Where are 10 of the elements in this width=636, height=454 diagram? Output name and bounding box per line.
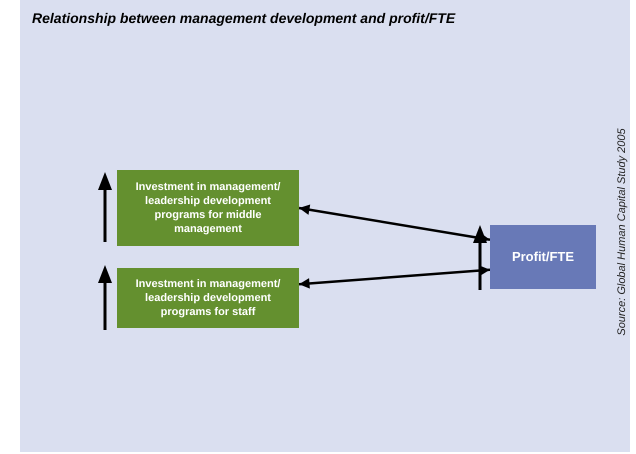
box-label: Investment in management/ leadership development programs for staff [134,277,282,319]
process-box [117,170,299,246]
double-arrow [298,265,490,289]
process-box [490,225,596,289]
process-box [117,268,299,328]
double-arrow [298,204,490,244]
box-label: Profit/FTE [512,250,574,264]
source-note: Source: Global Human Capital Study 2005 [616,128,628,336]
box-label: Investment in management/ leadership development programs for middle management [134,180,282,236]
title: Relationship between management development and profit/FTE [32,10,456,26]
